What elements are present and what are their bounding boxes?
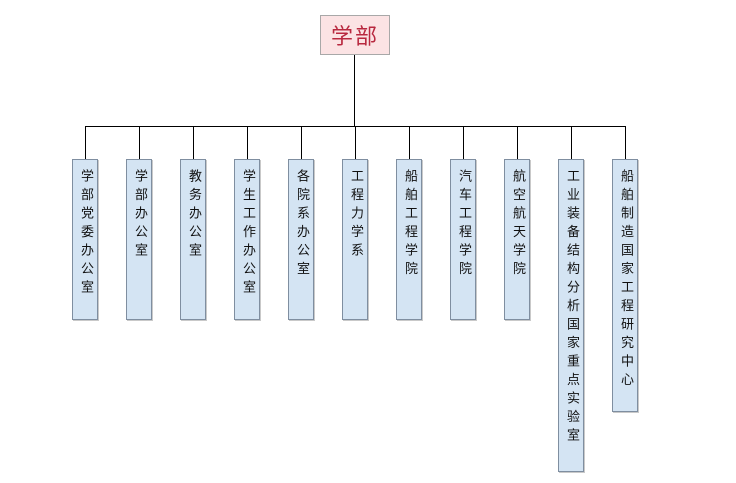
child-node-academic-affairs-office: 教务办公室 bbox=[180, 159, 206, 320]
child-node-label: 工业装备结构分析国家重点实验室 bbox=[564, 169, 579, 447]
child-node-party-office: 学部党委办公室 bbox=[72, 159, 98, 320]
child-node-label: 工程力学系 bbox=[348, 169, 363, 262]
drop-line bbox=[463, 126, 464, 159]
child-node-label: 各院系办公室 bbox=[294, 169, 309, 280]
child-node-student-affairs-office: 学生工作办公室 bbox=[234, 159, 260, 320]
child-node-label: 汽车工程学院 bbox=[456, 169, 471, 280]
child-node-label: 船舶制造国家工程研究中心 bbox=[618, 169, 633, 391]
drop-line bbox=[517, 126, 518, 159]
child-node-label: 学部党委办公室 bbox=[78, 169, 93, 299]
child-node-label: 学生工作办公室 bbox=[240, 169, 255, 299]
child-node-automotive-engineering: 汽车工程学院 bbox=[450, 159, 476, 320]
child-node-faculty-office: 学部办公室 bbox=[126, 159, 152, 320]
drop-line bbox=[139, 126, 140, 159]
child-node-label: 教务办公室 bbox=[186, 169, 201, 262]
child-node-label: 学部办公室 bbox=[132, 169, 147, 262]
root-node-label: 学部 bbox=[330, 25, 379, 50]
drop-line bbox=[193, 126, 194, 159]
child-node-state-key-lab: 工业装备结构分析国家重点实验室 bbox=[558, 159, 584, 472]
child-node-shipbuilding-research-center: 船舶制造国家工程研究中心 bbox=[612, 159, 638, 412]
root-stem-line bbox=[354, 55, 355, 127]
child-node-label: 船舶工程学院 bbox=[402, 169, 417, 280]
child-node-department-offices: 各院系办公室 bbox=[288, 159, 314, 320]
drop-line bbox=[409, 126, 410, 159]
drop-line bbox=[355, 126, 356, 159]
child-node-aerospace: 航空航天学院 bbox=[504, 159, 530, 320]
drop-line bbox=[85, 126, 86, 159]
child-node-naval-engineering: 船舶工程学院 bbox=[396, 159, 422, 320]
root-node: 学部 bbox=[320, 15, 390, 55]
drop-line bbox=[247, 126, 248, 159]
drop-line bbox=[301, 126, 302, 159]
child-node-label: 航空航天学院 bbox=[510, 169, 525, 280]
drop-line bbox=[625, 126, 626, 159]
child-node-engineering-mechanics: 工程力学系 bbox=[342, 159, 368, 320]
drop-line bbox=[571, 126, 572, 159]
